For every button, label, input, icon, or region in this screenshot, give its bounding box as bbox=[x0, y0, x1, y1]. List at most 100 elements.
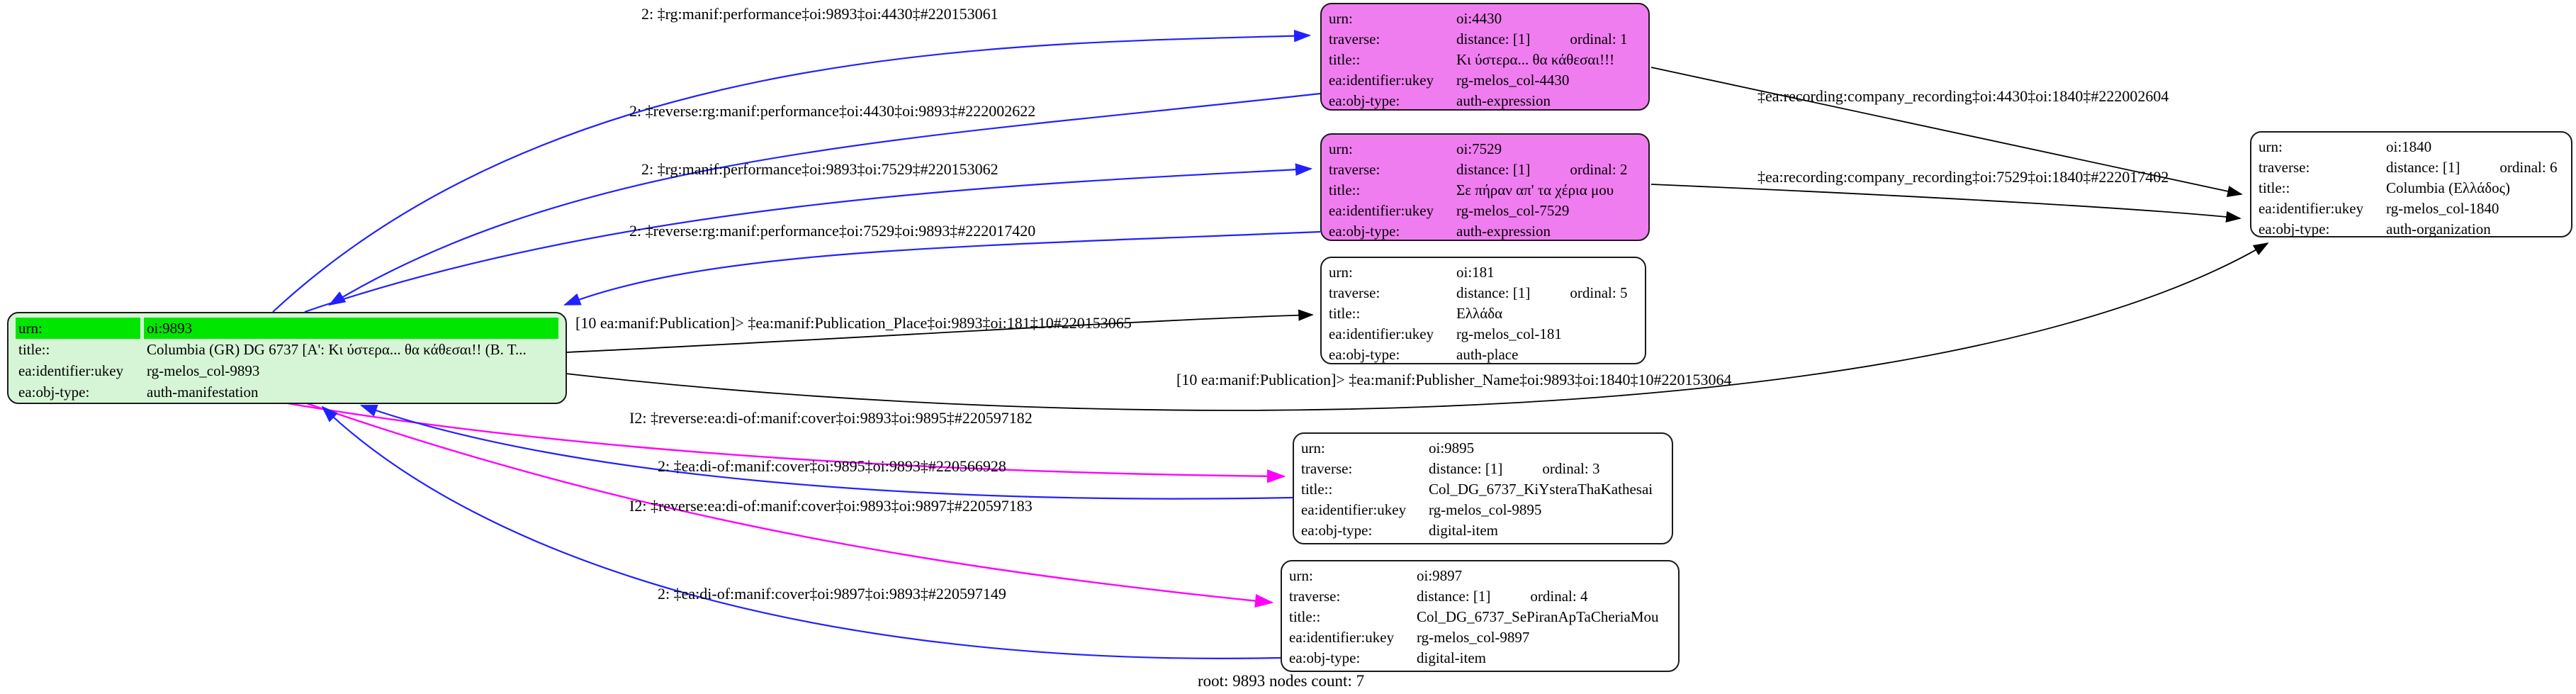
field-label: ea:obj-type: bbox=[2259, 220, 2330, 237]
node-oi-181[interactable]: urn: oi:181 traverse: distance: [1] ordi… bbox=[1320, 257, 1646, 364]
field-value: rg-melos_col-1840 bbox=[2386, 200, 2499, 217]
edge-label-reverse-performance-4430-9893: 2: ‡reverse:rg:manif:performance‡oi:4430… bbox=[629, 102, 1036, 120]
node-row: title:: Columbia (Ελλάδος) bbox=[2259, 178, 2564, 198]
field-value: Col_DG_6737_SePiranApTaCheriaMou bbox=[1417, 608, 1659, 625]
field-value: Ελλάδα bbox=[1456, 305, 1503, 322]
field-value: distance: [1] bbox=[1456, 161, 1531, 178]
edge-publisher-name-9893-1840 bbox=[565, 242, 2269, 411]
field-label: ea:identifier:ukey bbox=[1301, 501, 1407, 518]
field-label: ea:identifier:ukey bbox=[1329, 202, 1434, 219]
node-oi-7529[interactable]: urn: oi:7529 traverse: distance: [1] ord… bbox=[1320, 133, 1650, 241]
edge-label-company-recording-4430-1840: ‡ea:recording:company_recording‡oi:4430‡… bbox=[1757, 87, 2169, 105]
node-row: ea:obj-type: auth-organization bbox=[2259, 219, 2564, 240]
field-value: auth-place bbox=[1456, 346, 1519, 363]
field-value: auth-expression bbox=[1456, 223, 1551, 240]
node-row: traverse: distance: [1] ordinal: 2 bbox=[1329, 159, 1641, 180]
field-value-ordinal: ordinal: 5 bbox=[1570, 284, 1628, 301]
field-label: ea:obj-type: bbox=[1329, 223, 1400, 240]
node-row: ea:obj-type: digital-item bbox=[1301, 520, 1665, 541]
field-value: distance: [1] bbox=[1417, 588, 1491, 605]
field-value: distance: [1] bbox=[1456, 284, 1531, 301]
field-value: auth-organization bbox=[2386, 220, 2491, 237]
field-label: urn: bbox=[16, 318, 140, 339]
field-value: oi:9897 bbox=[1417, 567, 1463, 584]
field-value: auth-manifestation bbox=[147, 384, 259, 401]
node-row: title:: Col_DG_6737_SePiranApTaCheriaMou bbox=[1289, 607, 1671, 627]
node-oi-9893[interactable]: urn: oi:9893 title:: Columbia (GR) DG 67… bbox=[7, 312, 567, 404]
node-row: urn: oi:1840 bbox=[2259, 137, 2564, 157]
field-label: traverse: bbox=[1289, 588, 1341, 605]
field-value: digital-item bbox=[1429, 522, 1498, 539]
node-row: urn: oi:9897 bbox=[1289, 566, 1671, 586]
field-label: urn: bbox=[1301, 440, 1325, 457]
field-label: traverse: bbox=[2259, 159, 2310, 176]
edge-cover-9897-9893 bbox=[321, 405, 1281, 659]
field-value: rg-melos_col-9897 bbox=[1417, 629, 1530, 646]
field-value: rg-melos_col-181 bbox=[1456, 325, 1562, 342]
field-value: oi:181 bbox=[1456, 264, 1495, 281]
node-row: traverse: distance: [1] ordinal: 6 bbox=[2259, 157, 2564, 178]
field-value-ordinal: ordinal: 4 bbox=[1530, 588, 1588, 605]
edge-label-cover-9895-9893: 2: ‡ea:di-of:manif:cover‡oi:9895‡oi:9893… bbox=[658, 457, 1006, 475]
field-value: Col_DG_6737_KiYsteraThaKathesai bbox=[1429, 481, 1653, 498]
node-row: title:: Col_DG_6737_KiYsteraThaKathesai bbox=[1301, 479, 1665, 500]
field-value: rg-melos_col-9895 bbox=[1429, 501, 1542, 518]
edge-publication-place-9893-181 bbox=[566, 309, 1314, 353]
edge-performance-9893-7529 bbox=[304, 163, 1313, 313]
edge-label-performance-9893-4430: 2: ‡rg:manif:performance‡oi:9893‡oi:4430… bbox=[641, 5, 999, 23]
field-label: ea:identifier:ukey bbox=[18, 362, 124, 379]
field-label: ea:obj-type: bbox=[1289, 649, 1361, 666]
field-value: rg-melos_col-4430 bbox=[1456, 72, 1570, 89]
field-label: traverse: bbox=[1329, 161, 1380, 178]
field-value: oi:4430 bbox=[1456, 10, 1502, 27]
node-row: title:: Σε πήραν απ' τα χέρια μου bbox=[1329, 180, 1641, 201]
field-value: distance: [1] bbox=[2386, 159, 2460, 176]
field-label: ea:identifier:ukey bbox=[1289, 629, 1395, 646]
node-row: ea:identifier:ukey rg-melos_col-1840 bbox=[2259, 198, 2564, 219]
node-oi-9895[interactable]: urn: oi:9895 traverse: distance: [1] ord… bbox=[1293, 432, 1673, 544]
node-row: title:: Columbia (GR) DG 6737 [Α': Κι ύσ… bbox=[16, 339, 558, 360]
node-row: ea:identifier:ukey rg-melos_col-181 bbox=[1329, 324, 1638, 345]
field-value: auth-expression bbox=[1456, 92, 1551, 109]
node-row: ea:identifier:ukey rg-melos_col-4430 bbox=[1329, 70, 1641, 91]
node-row: title:: Κι ύστερα... θα κάθεσαι!!! bbox=[1329, 50, 1641, 70]
field-label: ea:obj-type: bbox=[18, 384, 90, 401]
node-row: title:: Ελλάδα bbox=[1329, 303, 1638, 324]
edge-label-reverse-performance-7529-9893: 2: ‡reverse:rg:manif:performance‡oi:7529… bbox=[629, 222, 1036, 240]
field-label: ea:obj-type: bbox=[1301, 522, 1373, 539]
field-label: traverse: bbox=[1301, 460, 1353, 477]
field-value: Κι ύστερα... θα κάθεσαι!!! bbox=[1456, 51, 1615, 68]
edge-company-recording-4430-1840 bbox=[1650, 67, 2243, 198]
field-value-ordinal: ordinal: 1 bbox=[1570, 30, 1628, 47]
node-oi-4430[interactable]: urn: oi:4430 traverse: distance: [1] ord… bbox=[1320, 3, 1650, 111]
edge-performance-9893-4430 bbox=[272, 29, 1312, 313]
field-label: urn: bbox=[1329, 264, 1353, 281]
edge-reverse-cover-9893-9895 bbox=[283, 401, 1286, 483]
node-oi-9897[interactable]: urn: oi:9897 traverse: distance: [1] ord… bbox=[1281, 560, 1680, 672]
edge-cover-9895-9893 bbox=[359, 404, 1293, 500]
field-label: title:: bbox=[1329, 181, 1361, 198]
field-label: title:: bbox=[1329, 51, 1361, 68]
node-row: ea:obj-type: auth-expression bbox=[1329, 221, 1641, 242]
field-label: title:: bbox=[2259, 179, 2290, 196]
edge-label-company-recording-7529-1840: ‡ea:recording:company_recording‡oi:7529‡… bbox=[1757, 168, 2169, 186]
field-label: traverse: bbox=[1329, 30, 1380, 47]
edge-label-reverse-cover-9893-9895: I2: ‡reverse:ea:di-of:manif:cover‡oi:989… bbox=[629, 409, 1033, 427]
field-label: ea:obj-type: bbox=[1329, 346, 1400, 363]
field-label: ea:identifier:ukey bbox=[1329, 325, 1434, 342]
field-value-ordinal: ordinal: 3 bbox=[1542, 460, 1600, 477]
field-value: Columbia (Ελλάδος) bbox=[2386, 179, 2510, 196]
field-value: rg-melos_col-9893 bbox=[147, 362, 260, 379]
node-row: ea:obj-type: digital-item bbox=[1289, 648, 1671, 668]
field-label: ea:identifier:ukey bbox=[1329, 72, 1434, 89]
field-label: title:: bbox=[18, 341, 50, 358]
field-label: urn: bbox=[1329, 140, 1353, 157]
edge-company-recording-7529-1840 bbox=[1650, 184, 2242, 223]
edge-reverse-cover-9893-9897 bbox=[304, 401, 1274, 608]
field-value-ordinal: ordinal: 6 bbox=[2499, 159, 2558, 176]
field-label: urn: bbox=[2259, 138, 2283, 155]
node-oi-1840[interactable]: urn: oi:1840 traverse: distance: [1] ord… bbox=[2250, 131, 2572, 237]
edge-reverse-performance-7529-9893 bbox=[563, 230, 1321, 306]
node-row: ea:identifier:ukey rg-melos_col-9897 bbox=[1289, 627, 1671, 648]
